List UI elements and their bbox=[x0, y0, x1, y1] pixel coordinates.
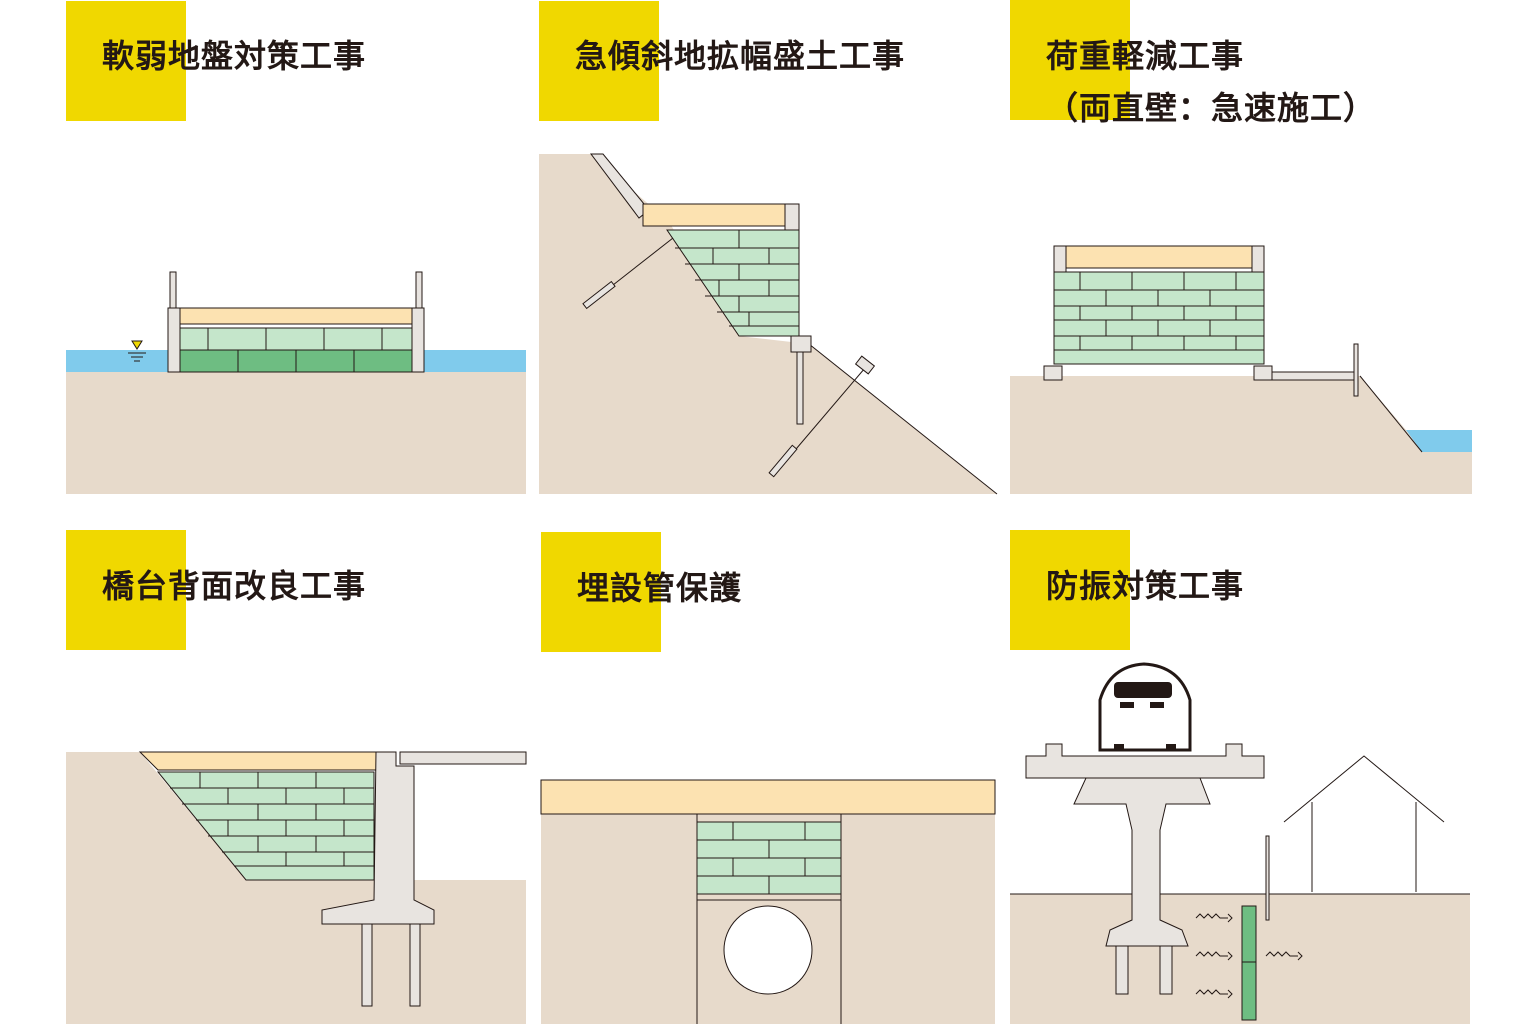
buried-pipe-diagram bbox=[540, 779, 996, 1024]
panel-title: 軟弱地盤対策工事 bbox=[102, 37, 367, 75]
vibration-wave-icon bbox=[1195, 913, 1303, 999]
title-marker bbox=[539, 1, 659, 121]
panel-steep-slope: 急傾斜地拡幅盛土工事 bbox=[539, 0, 1009, 500]
vibration-control-diagram bbox=[1010, 662, 1470, 1024]
panel-title: 荷重軽減工事（両直壁：急速施工） bbox=[1046, 30, 1376, 134]
panel-subtitle: （両直壁：急速施工） bbox=[1046, 89, 1377, 127]
panel-abutment-backfill: 橋台背面改良工事 bbox=[66, 530, 536, 1030]
panel-soft-ground: 軟弱地盤対策工事 bbox=[66, 0, 536, 500]
panel-title: 橋台背面改良工事 bbox=[102, 567, 367, 605]
panel-vibration-control: 防振対策工事 bbox=[1010, 530, 1480, 1030]
panel-title: 防振対策工事 bbox=[1046, 567, 1245, 605]
panel-title: 埋設管保護 bbox=[577, 569, 743, 607]
steep-slope-diagram bbox=[539, 153, 998, 495]
panel-title: 急傾斜地拡幅盛土工事 bbox=[575, 37, 906, 75]
title-marker bbox=[541, 532, 661, 652]
load-reduction-diagram bbox=[1010, 245, 1472, 494]
panel-buried-pipe: 埋設管保護 bbox=[540, 532, 1011, 1032]
title-marker bbox=[66, 1, 186, 121]
panel-load-reduction: 荷重軽減工事（両直壁：急速施工） bbox=[1010, 0, 1480, 500]
title-marker bbox=[66, 530, 186, 650]
abutment-diagram bbox=[66, 751, 527, 1024]
buried-pipe bbox=[723, 905, 813, 995]
house-outline-icon bbox=[1283, 755, 1445, 823]
shinkansen-train-icon bbox=[1098, 662, 1192, 752]
soft-ground-diagram bbox=[66, 271, 526, 494]
title-marker bbox=[1010, 0, 1130, 120]
title-marker bbox=[1010, 530, 1130, 650]
water-level-icon bbox=[128, 340, 146, 362]
